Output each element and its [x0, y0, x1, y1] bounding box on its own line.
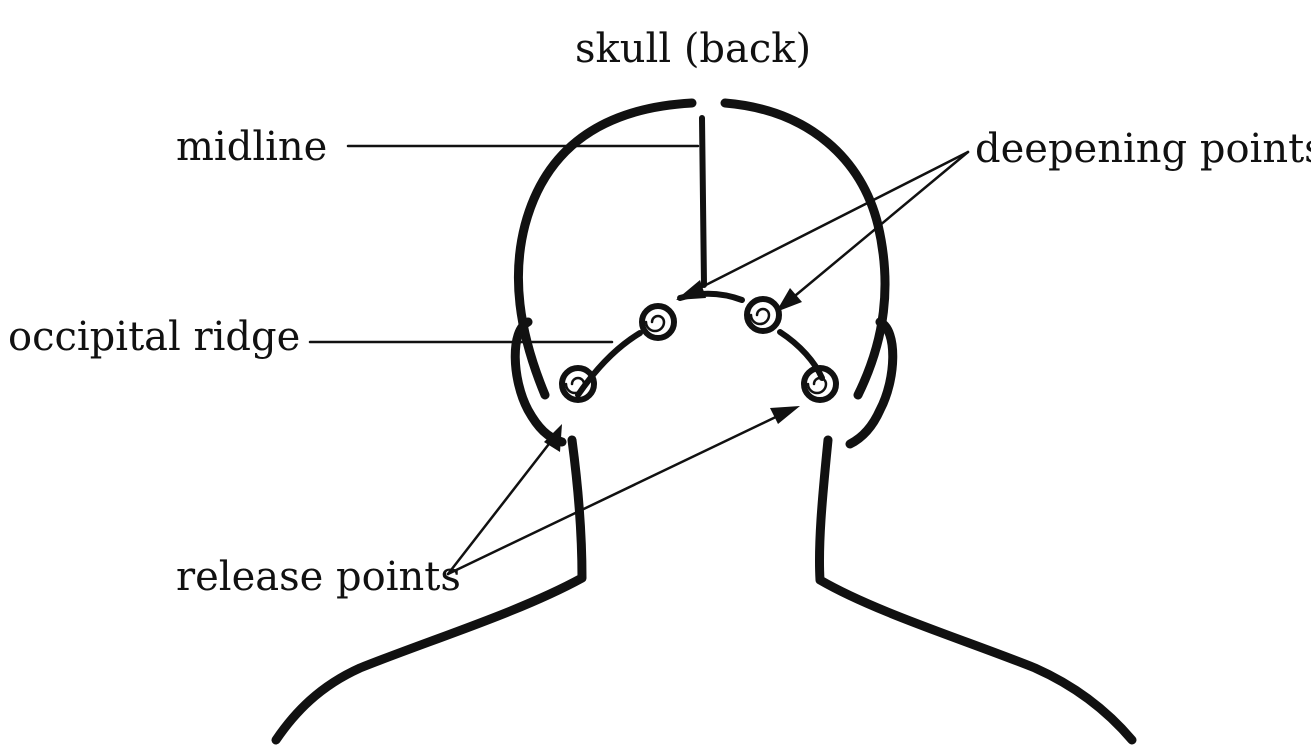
pressure-point-right-upper [747, 299, 779, 331]
pressure-point-left-upper [642, 306, 674, 338]
title-label: skull (back) [575, 26, 811, 72]
occipital-ridge-arc [578, 294, 822, 395]
occipital-ridge-label: occipital ridge [8, 314, 300, 360]
deepening-points-arrows [676, 152, 968, 312]
release-points-label: release points [176, 554, 461, 600]
midline-marker [702, 118, 704, 285]
release-points-arrows [448, 406, 800, 574]
midline-label: midline [176, 124, 327, 170]
deepening-points-label: deepening points [975, 126, 1311, 172]
